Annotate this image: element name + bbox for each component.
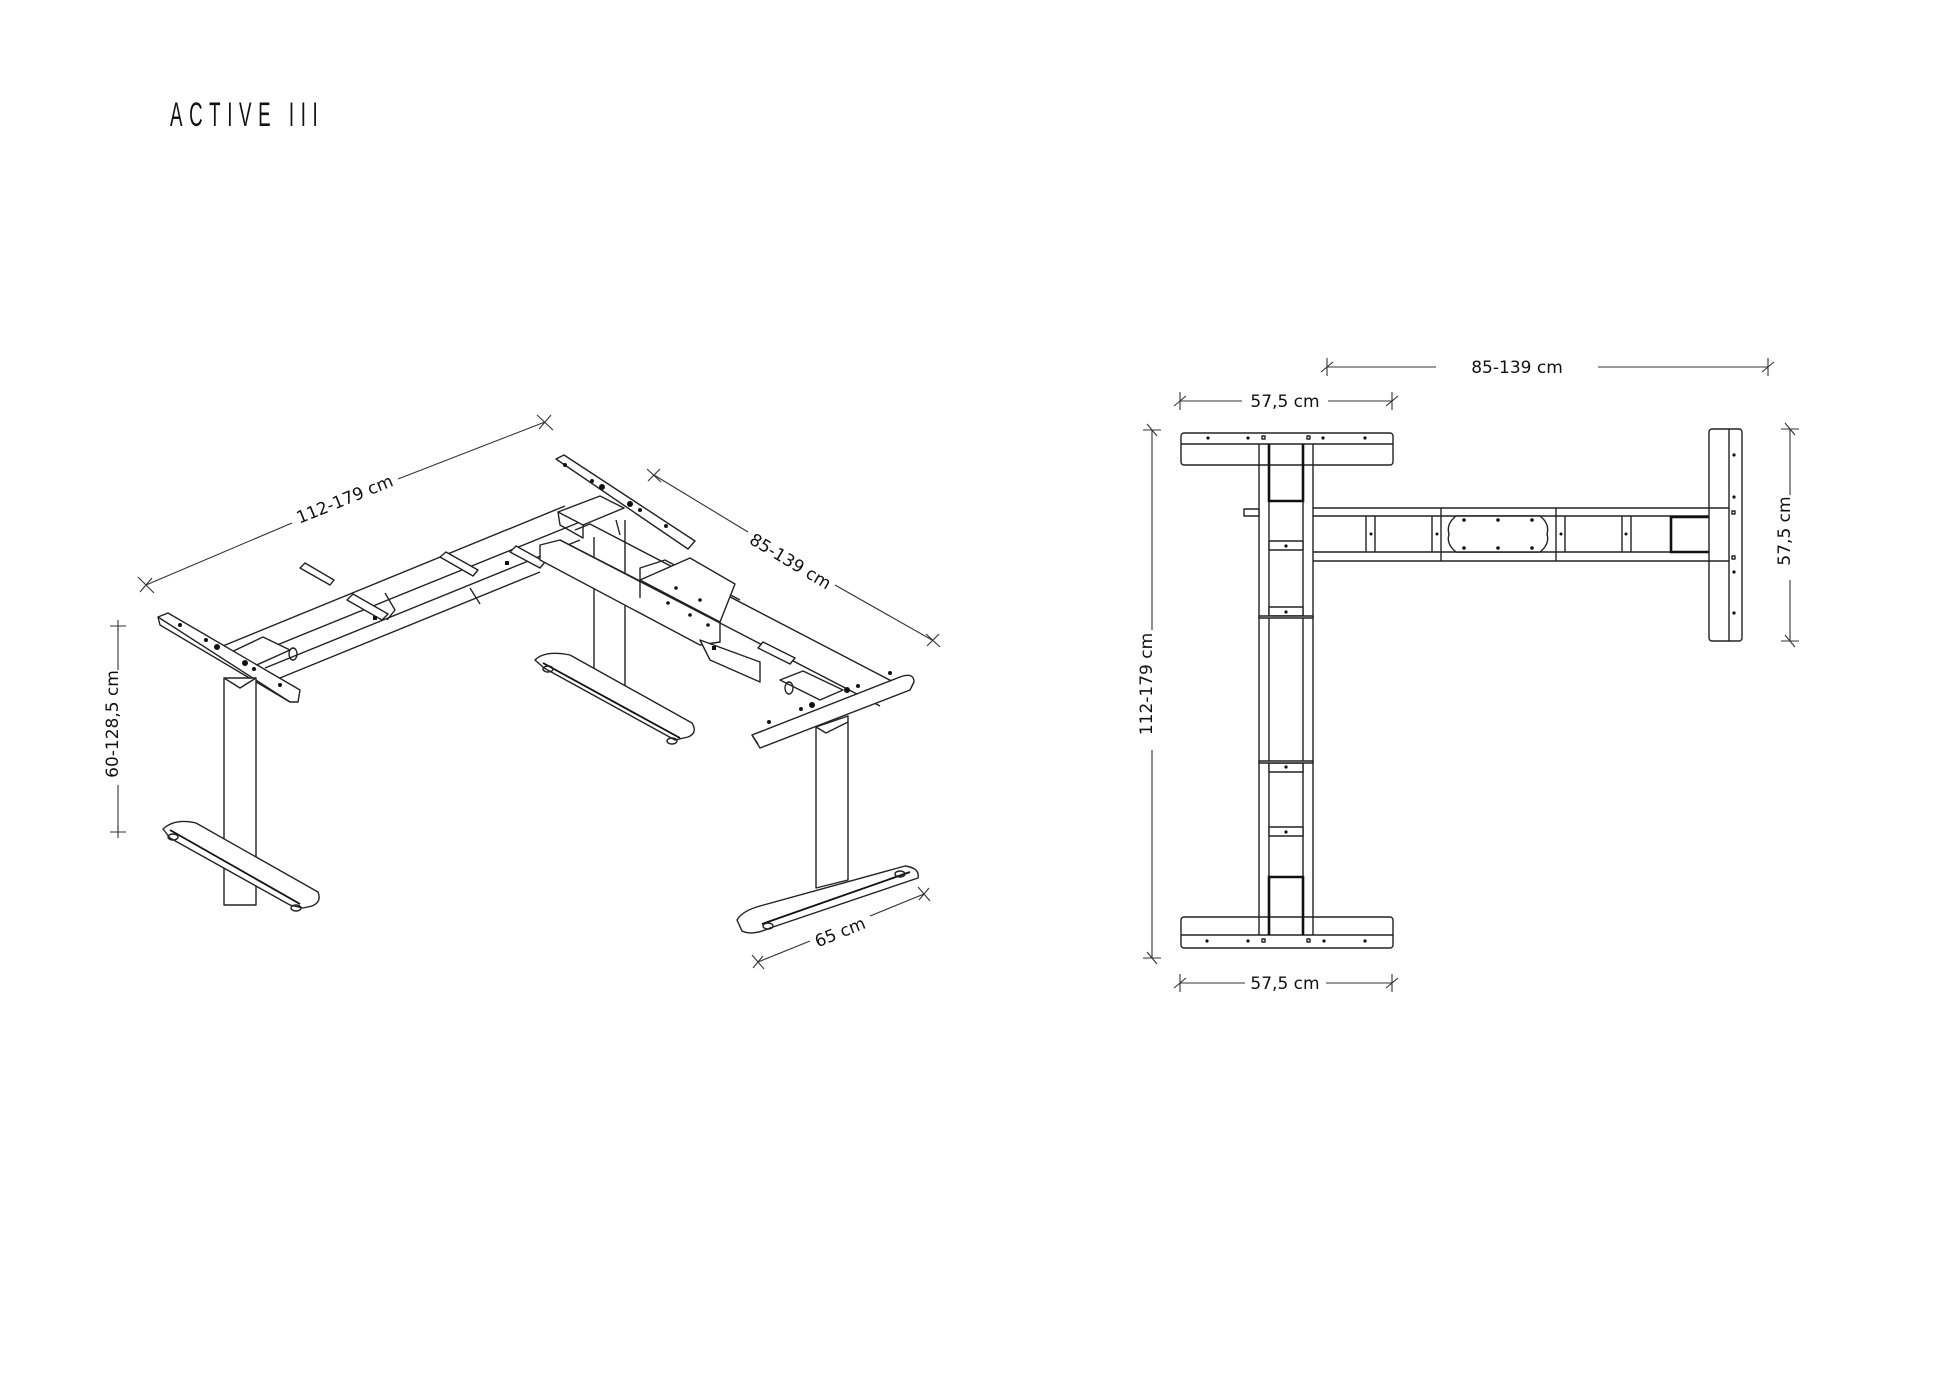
dim-label-plan-long: 112-179 cm: [1137, 633, 1157, 735]
iso-right-beam: [539, 523, 906, 707]
plan-side-stub: [1243, 508, 1260, 517]
dim-plan-long: 112-179 cm: [1137, 423, 1161, 965]
plan-control-box: [1447, 515, 1549, 553]
plan-crossbands: [1258, 540, 1314, 837]
isometric-view: 112-179 cm 85-139 cm 60-128,5 cm 65 cm: [103, 414, 941, 970]
plan-horizontal-beam: [1313, 507, 1742, 562]
top-plan-view: 85-139 cm 57,5 cm 57,5 cm 112-179 cm: [1137, 358, 1799, 994]
dim-iso-long: 112-179 cm: [137, 414, 554, 594]
iso-back-crossbar: [534, 454, 696, 745]
dim-label-iso-height: 60-128,5 cm: [103, 670, 123, 778]
plan-vertical-beam: [1243, 444, 1314, 935]
dim-plan-bottom-foot: 57,5 cm: [1173, 974, 1399, 994]
dim-plan-top-foot: 57,5 cm: [1173, 392, 1399, 412]
iso-left-leg: [157, 612, 320, 912]
product-title: ACTIVE III: [170, 96, 325, 134]
dim-label-plan-bottom-foot: 57,5 cm: [1250, 974, 1319, 994]
dim-label-iso-long: 112-179 cm: [294, 472, 396, 529]
plan-right-foot: [1708, 428, 1743, 642]
dim-plan-short: 85-139 cm: [1320, 358, 1775, 378]
plan-top-foot: [1180, 432, 1394, 466]
dim-label-plan-short: 85-139 cm: [1471, 358, 1563, 378]
iso-right-leg: [736, 671, 919, 934]
dim-plan-right-foot: 57,5 cm: [1775, 422, 1799, 648]
dim-label-plan-right-foot: 57,5 cm: [1775, 496, 1795, 565]
iso-left-beam: [217, 505, 586, 681]
plan-bottom-foot: [1180, 916, 1394, 949]
dim-label-iso-foot: 65 cm: [812, 914, 869, 952]
dim-label-iso-short: 85-139 cm: [746, 530, 835, 594]
dim-iso-height: 60-128,5 cm: [103, 620, 126, 838]
dim-label-plan-top-foot: 57,5 cm: [1250, 392, 1319, 412]
